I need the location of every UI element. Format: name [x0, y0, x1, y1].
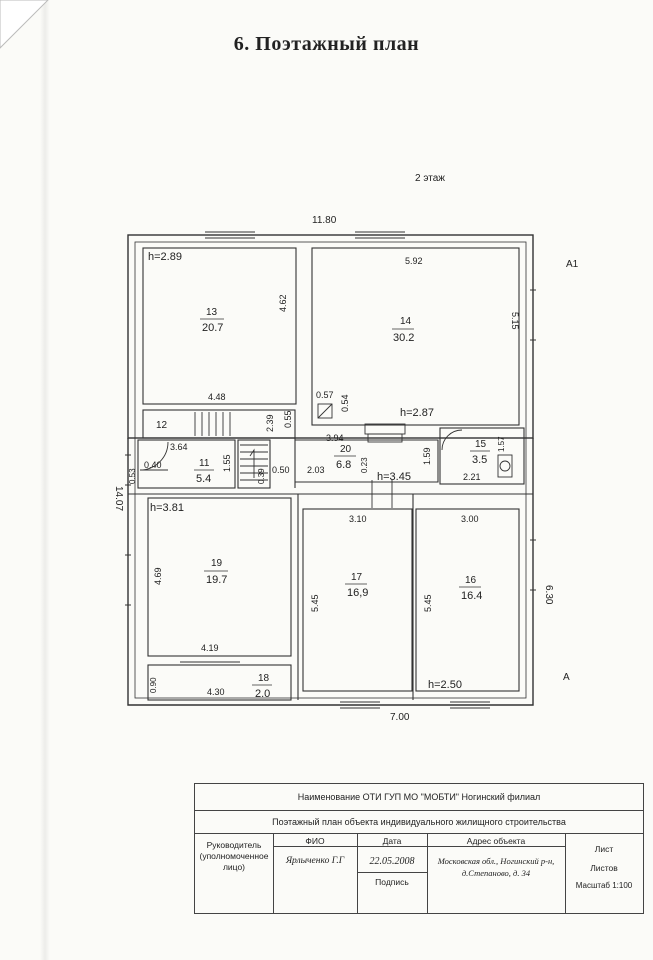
document-title: Поэтажный план объекта индивидуального ж…: [195, 811, 643, 834]
shaft-dim-height: 0.54: [340, 394, 350, 412]
floor-plan: 11.80 14.07 6.30 7.00 А1 А h=2.89 13 20.…: [113, 215, 579, 723]
dim-bottom-width: 7.00: [390, 712, 410, 723]
room-18-dim-width: 4.30: [207, 687, 225, 697]
head-role-sub1: (уполномоченное: [199, 851, 269, 861]
sheets-label: Листов: [590, 863, 618, 873]
room-20-height: h=3.45: [377, 471, 411, 483]
axis-a1: А1: [566, 259, 579, 270]
room-11-dim-depth: 1.55: [222, 454, 232, 472]
windows: [125, 231, 536, 709]
room-15-dim-side: 1.59: [422, 447, 432, 465]
room-11-dim-wall: 0.53: [128, 468, 137, 484]
room-18-area: 2.0: [255, 688, 270, 700]
room-13-dim-width: 4.48: [208, 392, 226, 402]
room-16-dim-depth: 5.45: [423, 594, 433, 612]
room-16-height: h=2.50: [428, 679, 462, 691]
room-20-dim-width: 3.94: [326, 433, 344, 443]
room-20-dim-door: 0.50: [272, 465, 290, 475]
room-11-dim-side: 0.39: [257, 468, 266, 484]
doors-fixtures: [139, 403, 513, 508]
room-17-area: 16,9: [347, 587, 368, 599]
scale-label: Масштаб 1:100: [575, 881, 633, 890]
address-line1: Московская обл., Ногинский р-н,: [437, 856, 555, 866]
room-13-area: 20.7: [202, 322, 223, 334]
head-role: Руководитель: [206, 840, 262, 850]
room-11-number: 11: [199, 458, 210, 469]
room-19-dim-depth: 4.69: [153, 567, 163, 585]
room-19-dim-width: 4.19: [201, 643, 219, 653]
room-16-area: 16.4: [461, 590, 482, 602]
sheet-label: Лист: [594, 844, 614, 854]
room-14-height: h=2.87: [400, 407, 434, 419]
room-11-area: 5.4: [196, 473, 211, 485]
room-15-dim-depth: 1.57: [497, 436, 506, 452]
room-14-area: 30.2: [393, 332, 414, 344]
address-line2: д.Степаново, д. 34: [461, 868, 531, 878]
outer-walls: [127, 234, 534, 706]
floor-label: 2 этаж: [415, 173, 445, 184]
page-title: 6. Поэтажный план: [233, 33, 420, 55]
room-20-number: 20: [340, 444, 352, 455]
room-19-area: 19.7: [206, 574, 227, 586]
room-14-number: 14: [400, 316, 412, 327]
room-14-dim-width: 5.92: [405, 256, 423, 266]
room-12-number: 12: [156, 420, 168, 431]
head-role-sub2: лицо): [222, 862, 246, 872]
room-20-dim-passage: 2.39: [265, 414, 275, 432]
sign-label: Подпись: [375, 877, 409, 887]
room-15-area: 3.5: [472, 454, 487, 466]
room-16-number: 16: [465, 575, 477, 586]
address-label: Адрес объекта: [466, 836, 526, 846]
room-15-dim-width: 2.21: [463, 472, 481, 482]
room-18-number: 18: [258, 673, 270, 684]
scan-fold-shadow: [40, 0, 50, 960]
room-walls: [128, 247, 533, 701]
date-label: Дата: [382, 836, 402, 846]
room-20-dim-step: 0.23: [360, 457, 369, 473]
org-name: Наименование ОТИ ГУП МО "МОБТИ" Ногински…: [195, 784, 643, 811]
room-16-dim-width: 3.00: [461, 514, 479, 524]
fio-label: ФИО: [305, 836, 325, 846]
room-19-number: 19: [211, 558, 223, 569]
dim-overall-width: 11.80: [312, 215, 337, 226]
date-value: 22.05.2008: [369, 856, 415, 867]
room-15-number: 15: [475, 439, 487, 450]
room-20-dim-wall: 0.55: [283, 410, 293, 428]
room-13-number: 13: [206, 307, 218, 318]
fio-value: Ярлыченко Г.Г: [285, 856, 345, 866]
shaft-dim-width: 0.57: [316, 390, 334, 400]
title-block: Наименование ОТИ ГУП МО "МОБТИ" Ногински…: [194, 783, 644, 914]
room-19-height: h=3.81: [150, 502, 184, 514]
room-17-dim-depth: 5.45: [310, 594, 320, 612]
room-17-number: 17: [351, 572, 363, 583]
room-11-dim-width: 3.64: [170, 442, 188, 452]
room-20-dim-length: 2.03: [307, 465, 325, 475]
room-13-dim-depth: 4.62: [278, 294, 288, 312]
dim-right-depth: 6.30: [543, 585, 554, 605]
room-20-area: 6.8: [336, 459, 351, 471]
axis-a: А: [563, 672, 570, 683]
room-13-height: h=2.89: [148, 251, 182, 263]
room-14-dim-depth: 5.15: [510, 312, 520, 330]
stairs: [194, 412, 268, 481]
room-18-dim-depth: 0.90: [149, 677, 158, 693]
room-11-dim-door: 0.40: [144, 460, 162, 470]
folded-corner: [0, 0, 49, 49]
room-17-dim-width: 3.10: [349, 514, 367, 524]
dim-overall-depth: 14.07: [113, 486, 124, 511]
